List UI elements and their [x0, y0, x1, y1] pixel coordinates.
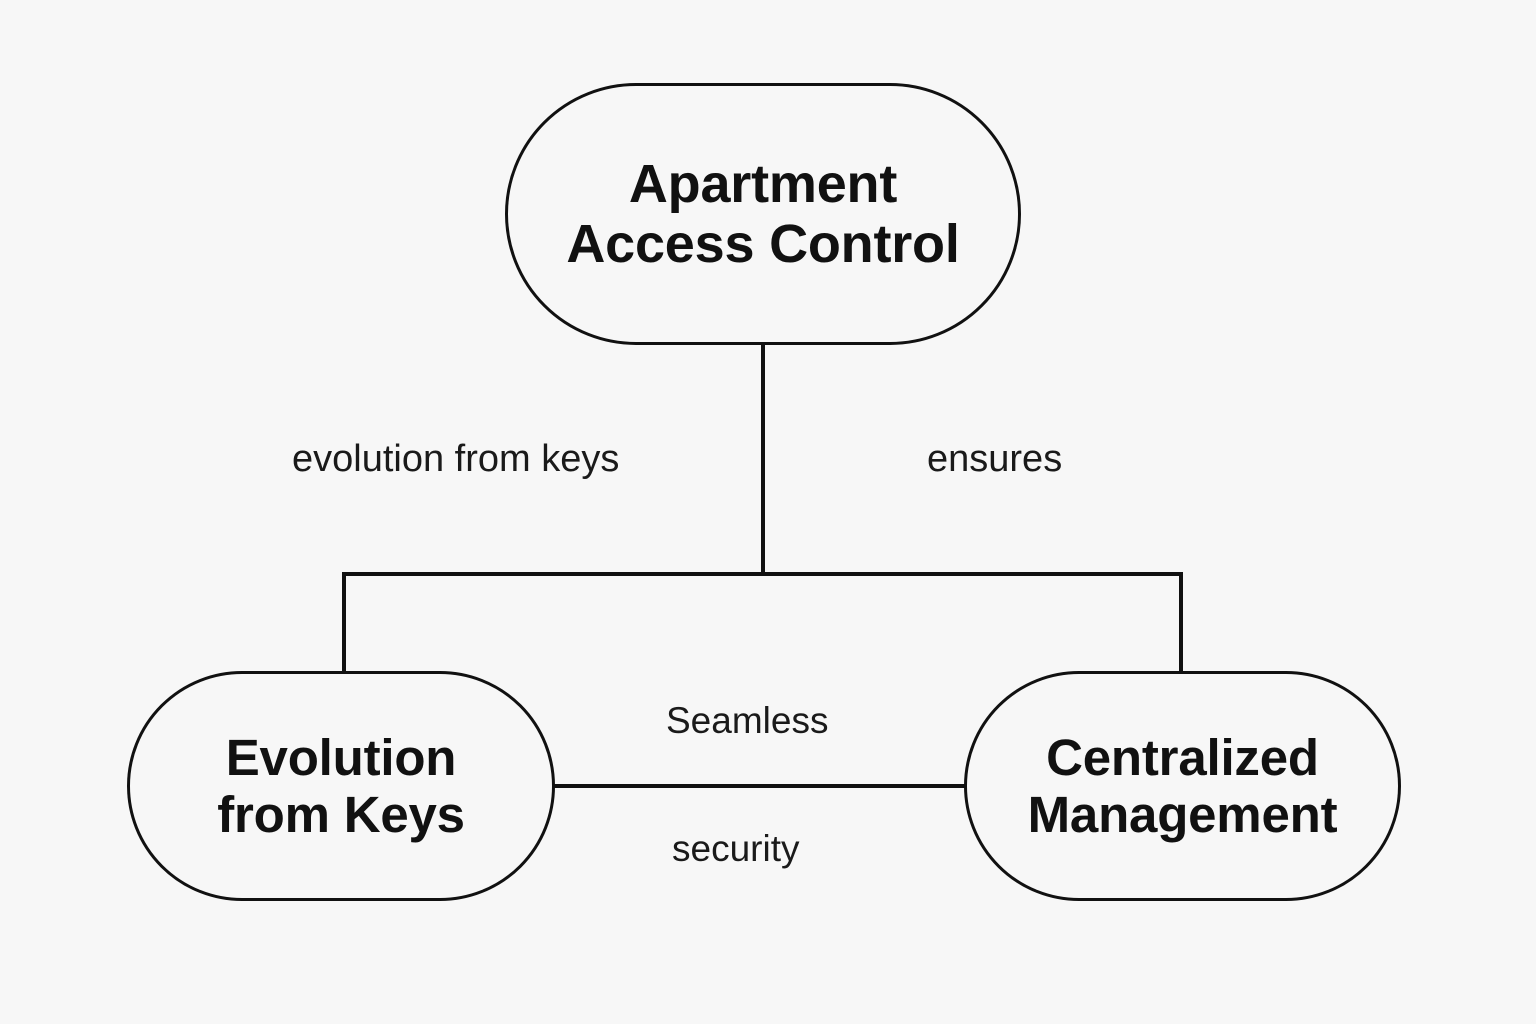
- edge-label-evolution-from-keys: evolution from keys: [292, 438, 620, 480]
- node-apartment-access-control[interactable]: Apartment Access Control: [505, 83, 1021, 345]
- node-evolution-from-keys-label: Evolution from Keys: [217, 728, 465, 843]
- node-evolution-from-keys[interactable]: Evolution from Keys: [127, 671, 555, 901]
- node-apartment-access-control-label: Apartment Access Control: [566, 153, 960, 274]
- edge-label-security: security: [672, 828, 800, 869]
- edge-label-ensures: ensures: [927, 438, 1063, 480]
- node-centralized-management[interactable]: Centralized Management: [964, 671, 1401, 901]
- edge-label-seamless: Seamless: [666, 700, 829, 741]
- node-centralized-management-label: Centralized Management: [1027, 728, 1338, 843]
